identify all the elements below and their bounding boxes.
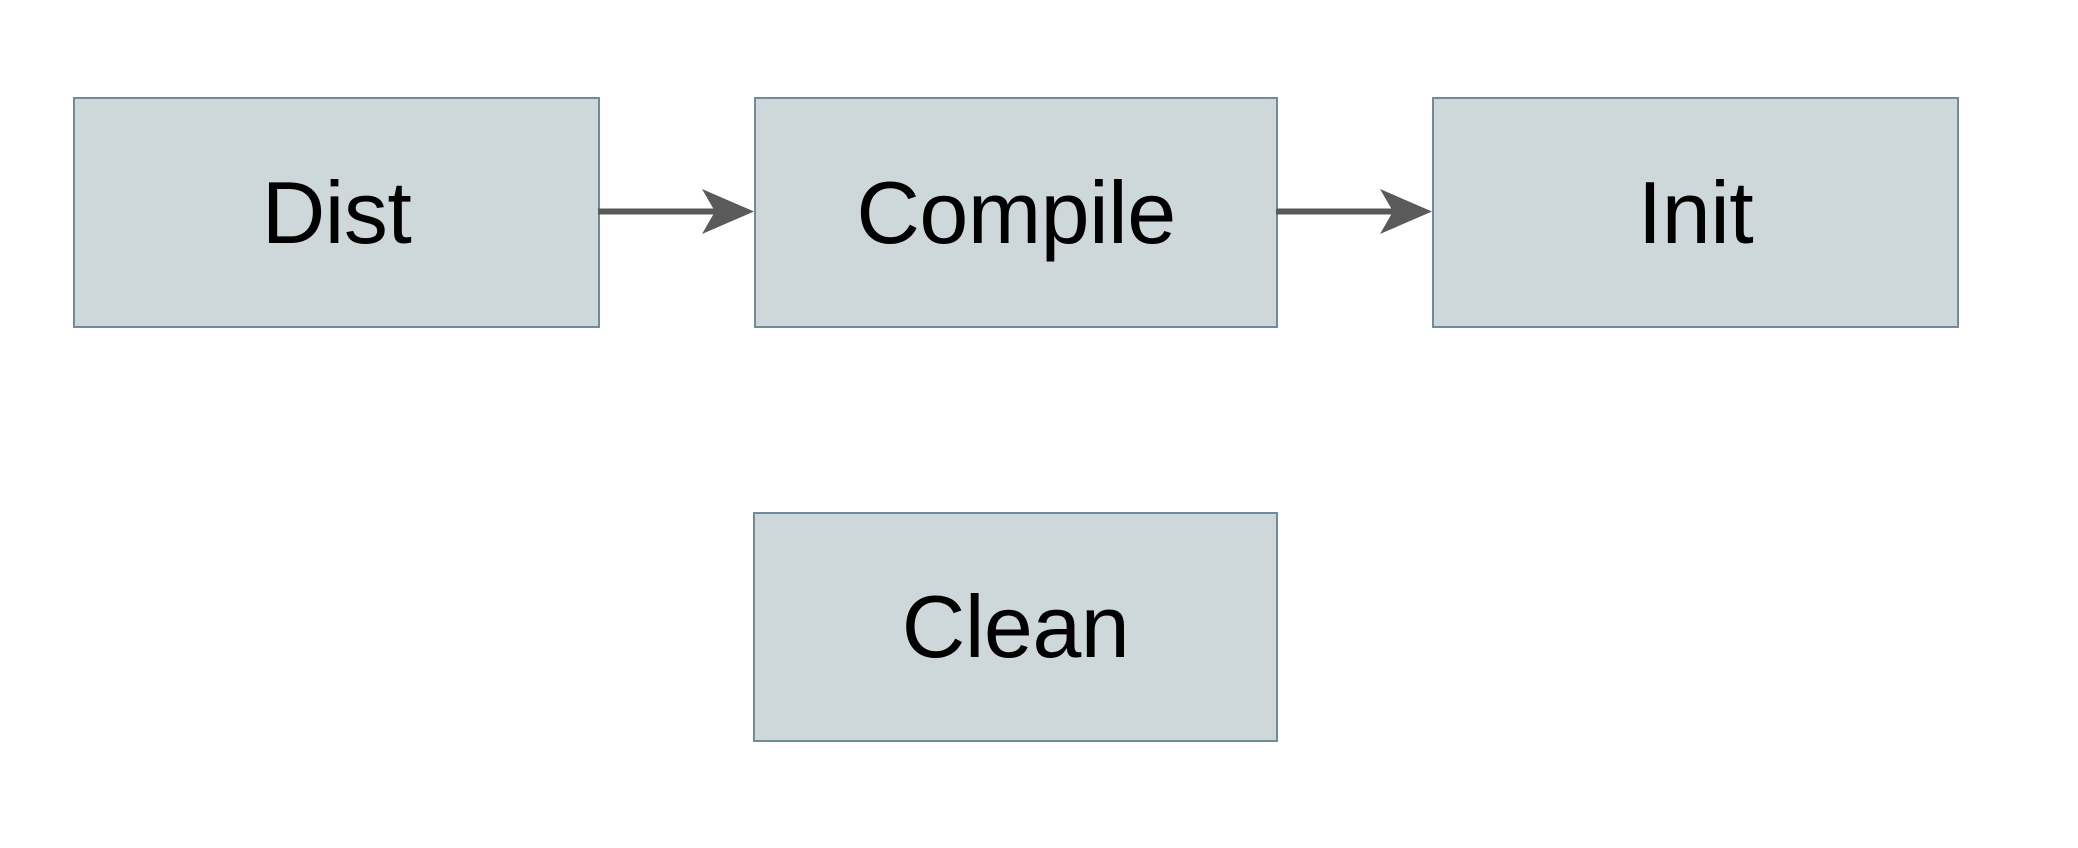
edge-dist-to-compile[interactable] <box>598 185 758 239</box>
arrowhead-icon <box>702 189 754 234</box>
edge-compile-to-init[interactable] <box>1276 185 1436 239</box>
node-clean-label: Clean <box>901 577 1130 676</box>
node-compile-label: Compile <box>856 162 1176 262</box>
node-clean[interactable]: Clean <box>753 512 1278 742</box>
arrowhead-icon <box>1380 189 1432 234</box>
node-init[interactable]: Init <box>1432 97 1959 328</box>
node-dist[interactable]: Dist <box>73 97 600 328</box>
node-init-label: Init <box>1637 162 1754 262</box>
node-compile[interactable]: Compile <box>754 97 1278 328</box>
node-dist-label: Dist <box>261 162 412 262</box>
